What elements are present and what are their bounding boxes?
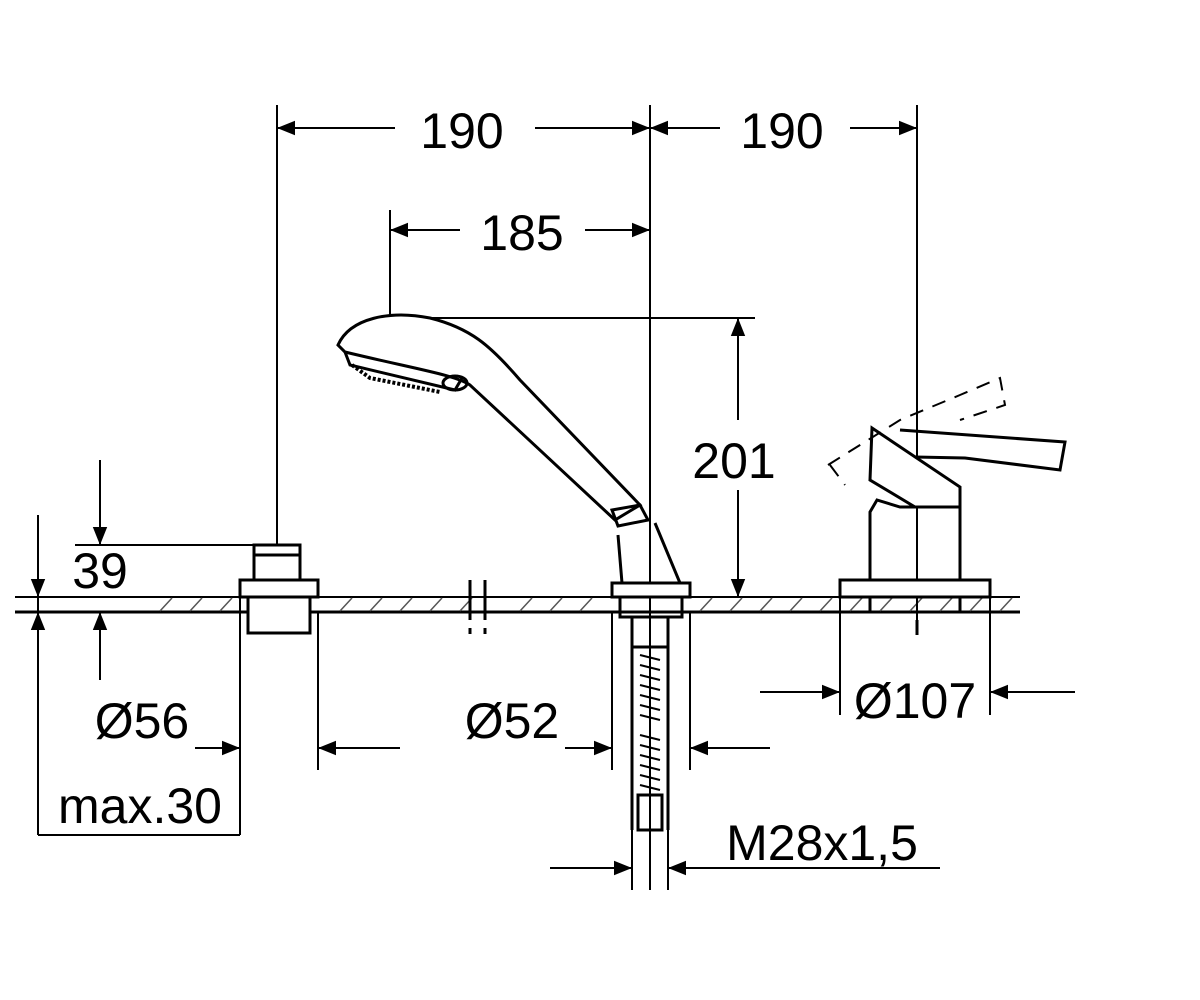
dim-spacing-left: 190	[420, 103, 503, 159]
dim-thread: M28x1,5	[726, 815, 918, 871]
hatch-line	[699, 597, 713, 612]
hatch-line	[429, 597, 443, 612]
hatch-line	[579, 597, 593, 612]
single-lever-mixer	[827, 376, 1067, 635]
hatch-line	[369, 597, 383, 612]
dim-deck-thickness: max.30	[58, 778, 222, 834]
hand-shower	[336, 313, 692, 832]
hatch-line	[849, 597, 863, 612]
hatch-line	[759, 597, 773, 612]
hatch-line	[159, 597, 173, 612]
hatch-line	[969, 597, 983, 612]
hatch-line	[789, 597, 803, 612]
dim-spacing-right: 190	[740, 103, 823, 159]
hatch-line	[879, 597, 893, 612]
hatch-line	[729, 597, 743, 612]
hatch-line	[939, 597, 953, 612]
extension-lines	[37, 105, 991, 890]
hatch-line	[999, 597, 1013, 612]
dim-reach: 185	[480, 205, 563, 261]
hatch-line	[519, 597, 533, 612]
dimension-labels: 190 190 185 201 39 max.30 Ø56 Ø52 Ø107 M…	[58, 103, 976, 871]
dim-diverter-height: 39	[72, 543, 128, 599]
hatch-line	[819, 597, 833, 612]
hatch-line	[189, 597, 203, 612]
dimension-arrows	[30, 120, 1075, 876]
dim-diverter-diameter: Ø56	[95, 693, 190, 749]
hatch-line	[399, 597, 413, 612]
diverter-knob	[238, 543, 320, 635]
hatch-line	[219, 597, 233, 612]
dim-height: 201	[692, 433, 775, 489]
hatch-line	[339, 597, 353, 612]
hatch-line	[549, 597, 563, 612]
dim-outlet-diameter: Ø52	[465, 693, 560, 749]
dim-mixer-diameter: Ø107	[854, 673, 976, 729]
